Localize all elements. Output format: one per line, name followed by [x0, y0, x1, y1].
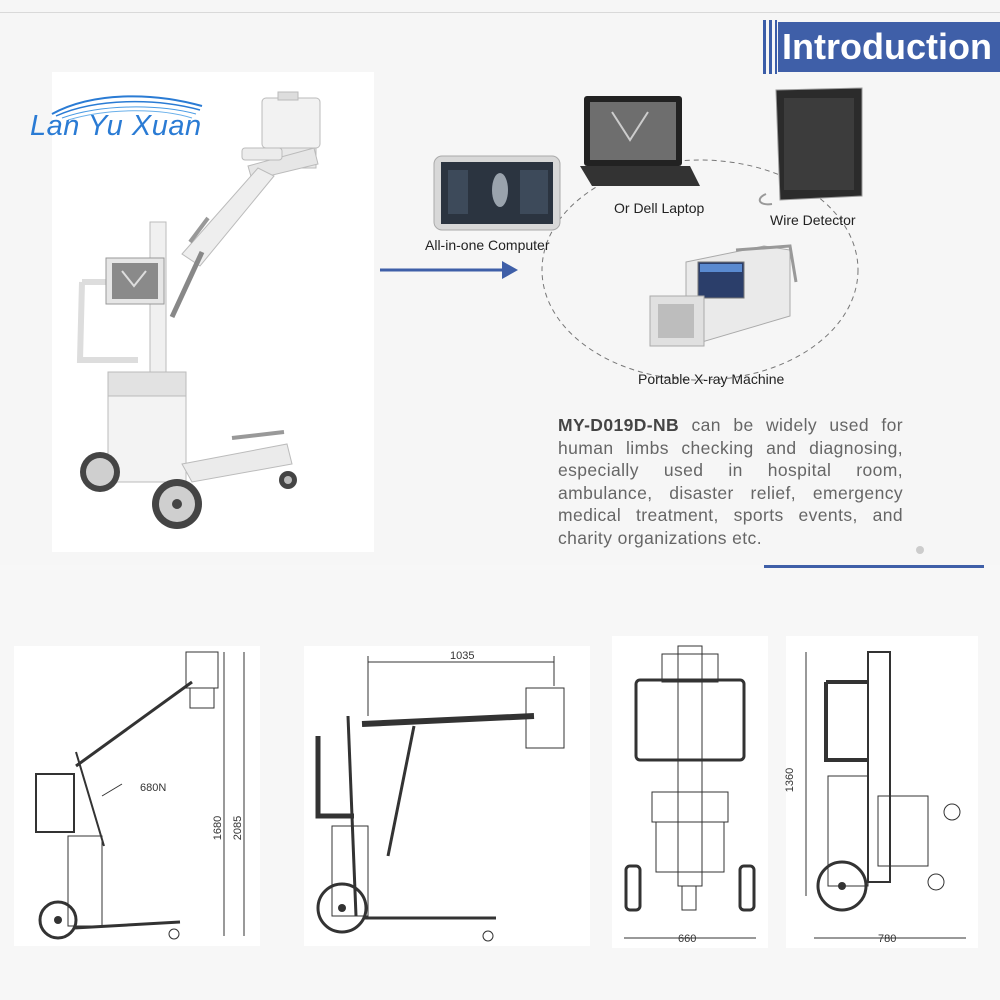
section-title: Introduction: [778, 22, 1000, 72]
side-view-compact: 1360 780: [784, 636, 978, 948]
introduction-banner: Introduction: [760, 20, 1000, 74]
width-660-label: 660: [678, 933, 697, 945]
front-view: 660: [612, 636, 768, 948]
product-description: MY-D019D-NB can be widely used for human…: [558, 414, 903, 550]
width-780-label: 780: [878, 933, 897, 945]
model-name: MY-D019D-NB: [558, 415, 680, 435]
description-text: can be widely used for human limbs check…: [558, 415, 903, 548]
product-photo: [52, 72, 374, 552]
brand-logo: Lan Yu Xuan: [22, 92, 218, 148]
all-in-one-computer-label: All-in-one Computer: [425, 237, 550, 253]
banner-stripes: [760, 20, 780, 74]
introduction-section: Introduction: [0, 12, 1000, 554]
height-1360-label: 1360: [784, 767, 797, 793]
arm-force-label: 680N: [140, 782, 167, 794]
rule-dots: [748, 565, 764, 578]
side-view-extended: 1035: [304, 646, 590, 946]
logo-text: Lan Yu Xuan: [30, 110, 202, 142]
laptop-label: Or Dell Laptop: [614, 200, 705, 216]
side-view-raised: 680N 1680 2085: [14, 646, 260, 946]
section-divider: [764, 565, 984, 568]
height-1680-label: 1680: [212, 815, 225, 841]
width-1035-label: 1035: [450, 650, 475, 662]
dot-icon: [916, 546, 924, 554]
detector-label: Wire Detector: [770, 212, 856, 228]
top-divider: [0, 12, 1000, 13]
system-diagram: [380, 87, 863, 381]
dimension-drawings: 680N 1680 2085 1035: [0, 572, 1000, 1000]
height-2085-label: 2085: [232, 815, 245, 841]
machine-label: Portable X-ray Machine: [638, 371, 785, 387]
